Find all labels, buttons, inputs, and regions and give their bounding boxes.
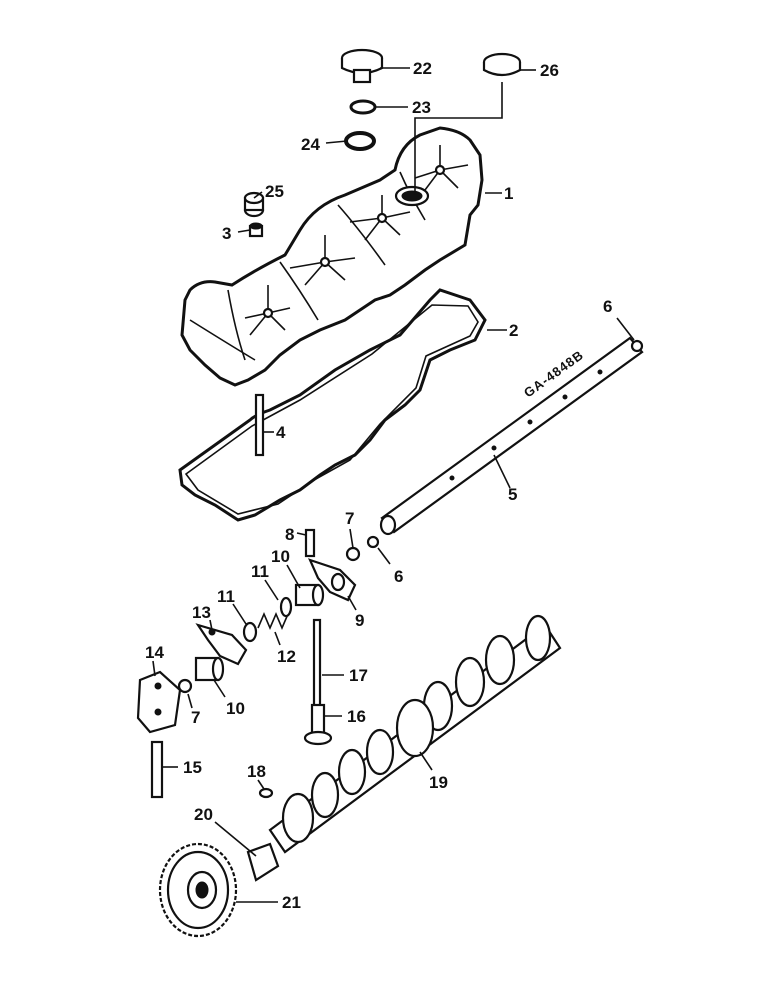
grommet [243, 191, 265, 218]
callout-25: 25 [265, 182, 284, 201]
rocker-arm-left [195, 623, 248, 666]
seal-ring [344, 131, 376, 151]
callout-20: 20 [194, 805, 213, 824]
callout-22: 22 [413, 59, 432, 78]
filler-cap [340, 48, 384, 84]
callout-8: 8 [285, 525, 294, 544]
callout-6-bottom: 6 [394, 567, 403, 586]
tappet [303, 703, 333, 746]
callout-labels: 1 2 3 4 5 6 6 7 7 8 9 10 10 11 11 12 13 … [145, 59, 612, 912]
rocker-arm-right [307, 558, 357, 602]
rocker-shaft [379, 336, 644, 536]
callout-17: 17 [349, 666, 368, 685]
washer-11b [242, 621, 258, 643]
washer-7b [177, 678, 193, 694]
push-rod [312, 618, 322, 712]
rocker-bracket [136, 670, 182, 734]
callout-19: 19 [429, 773, 448, 792]
callout-11-upper: 11 [251, 562, 269, 581]
callout-9: 9 [355, 611, 364, 630]
callout-16: 16 [347, 707, 366, 726]
leader-lines [152, 67, 635, 903]
plug-top [630, 339, 644, 353]
callout-5: 5 [508, 485, 517, 504]
valve-cover [180, 126, 484, 387]
callout-10-upper: 10 [271, 547, 290, 566]
callout-26: 26 [540, 61, 559, 80]
callout-6-top: 6 [603, 297, 612, 316]
adjusting-screw [304, 528, 316, 558]
nut [248, 222, 264, 238]
callout-2: 2 [509, 321, 518, 340]
callout-10-lower: 10 [226, 699, 245, 718]
spring-12 [257, 596, 293, 631]
callout-1: 1 [504, 184, 513, 203]
thrust-plate [246, 842, 280, 882]
plug-bottom [366, 535, 380, 549]
callout-11-lower: 11 [217, 587, 235, 606]
callout-21: 21 [282, 893, 301, 912]
callout-7-upper: 7 [345, 509, 354, 528]
washer-7a [345, 546, 361, 562]
callout-15: 15 [183, 758, 202, 777]
bushing-10b [194, 656, 225, 682]
o-ring [349, 99, 377, 115]
callout-4: 4 [276, 423, 286, 442]
callout-13: 13 [192, 603, 211, 622]
callout-14: 14 [145, 643, 164, 662]
callout-18: 18 [247, 762, 266, 781]
camshaft [268, 614, 562, 854]
bushing-10a [294, 583, 325, 607]
cam-gear [158, 842, 238, 938]
callout-24: 24 [301, 135, 320, 154]
cover-stud [254, 393, 265, 457]
stud-15 [150, 740, 164, 799]
callout-23: 23 [412, 98, 431, 117]
key [258, 787, 274, 799]
callout-3: 3 [222, 224, 231, 243]
callout-12: 12 [277, 647, 296, 666]
callout-7-lower: 7 [191, 708, 200, 727]
breather-cap [482, 52, 522, 77]
